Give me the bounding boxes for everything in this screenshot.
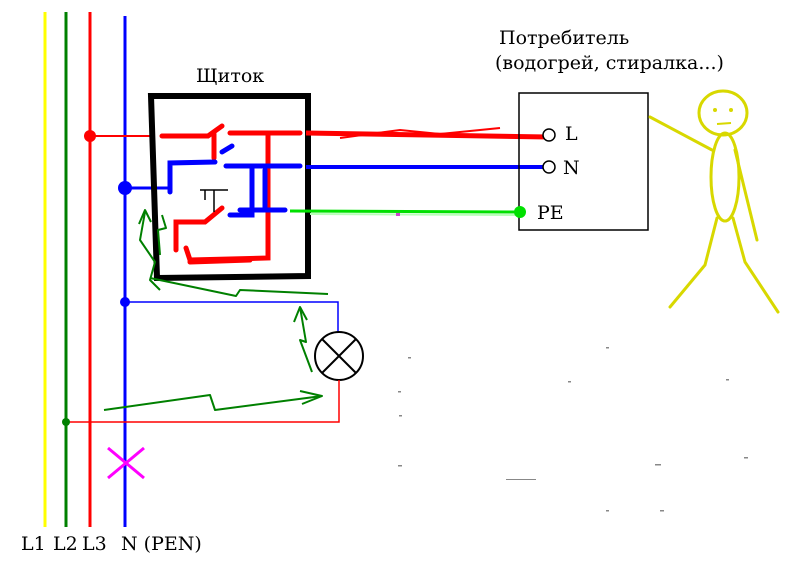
l2-junction: [62, 418, 70, 426]
fault-current-path: [103, 209, 329, 411]
lamp-phase-wire: [66, 380, 340, 423]
wire-pe-shade: [309, 213, 516, 216]
label-l1: L1: [21, 533, 46, 555]
person-arm-right: [733, 148, 759, 242]
panel-box: [147, 93, 311, 282]
person-head: [697, 89, 749, 137]
terminal-pe: [514, 206, 526, 218]
rcd-test-symbol: [200, 189, 228, 212]
lamp-cross: [321, 338, 357, 374]
wire-l-arrow: [339, 127, 501, 139]
label-n-pen: N (PEN): [121, 533, 202, 555]
fault-arrow-lower: [103, 394, 323, 411]
person-figure: [648, 89, 780, 314]
terminal-pe-label: PE: [537, 202, 564, 224]
pen-break-cross: [107, 446, 145, 480]
stray-marks: [396, 213, 748, 512]
fault-arrowhead-panel: [138, 209, 152, 225]
terminal-n-label: N: [563, 157, 580, 179]
consumer-title: Потребитель: [499, 27, 629, 49]
person-leg-left: [668, 216, 719, 309]
fault-arrow-lamp: [299, 306, 313, 373]
person-arm-left: [648, 115, 714, 152]
fault-arrow-inner: [157, 214, 167, 256]
panel-neutral-drop: [227, 163, 288, 218]
lamp-neutral-wire: [125, 301, 339, 333]
terminal-n: [542, 160, 556, 174]
panel-rcd-red: [173, 205, 253, 265]
terminal-l-label: L: [565, 123, 578, 145]
panel-phase-wire: [159, 123, 303, 139]
terminal-l: [542, 128, 556, 142]
consumer-box: [518, 92, 649, 231]
fault-arrow-panel-bottom: [149, 277, 329, 297]
panel-title: Щиток: [196, 65, 264, 87]
panel-phase-drop: [183, 131, 271, 263]
person-face: [713, 108, 733, 125]
fault-arrowhead-lamp: [293, 306, 308, 323]
person-leg-right: [731, 216, 780, 314]
label-l2: L2: [53, 533, 78, 555]
label-l3: L3: [82, 533, 107, 555]
wire-pe-out: [289, 209, 521, 214]
consumer-subtitle: (водогрей, стиралка...): [495, 52, 724, 74]
fault-arrowhead-lower: [299, 390, 323, 405]
panel-neutral-wire: [167, 143, 303, 195]
fault-arrow-panel-left: [139, 211, 161, 291]
person-body: [709, 131, 741, 223]
wire-l-out: [305, 130, 549, 140]
